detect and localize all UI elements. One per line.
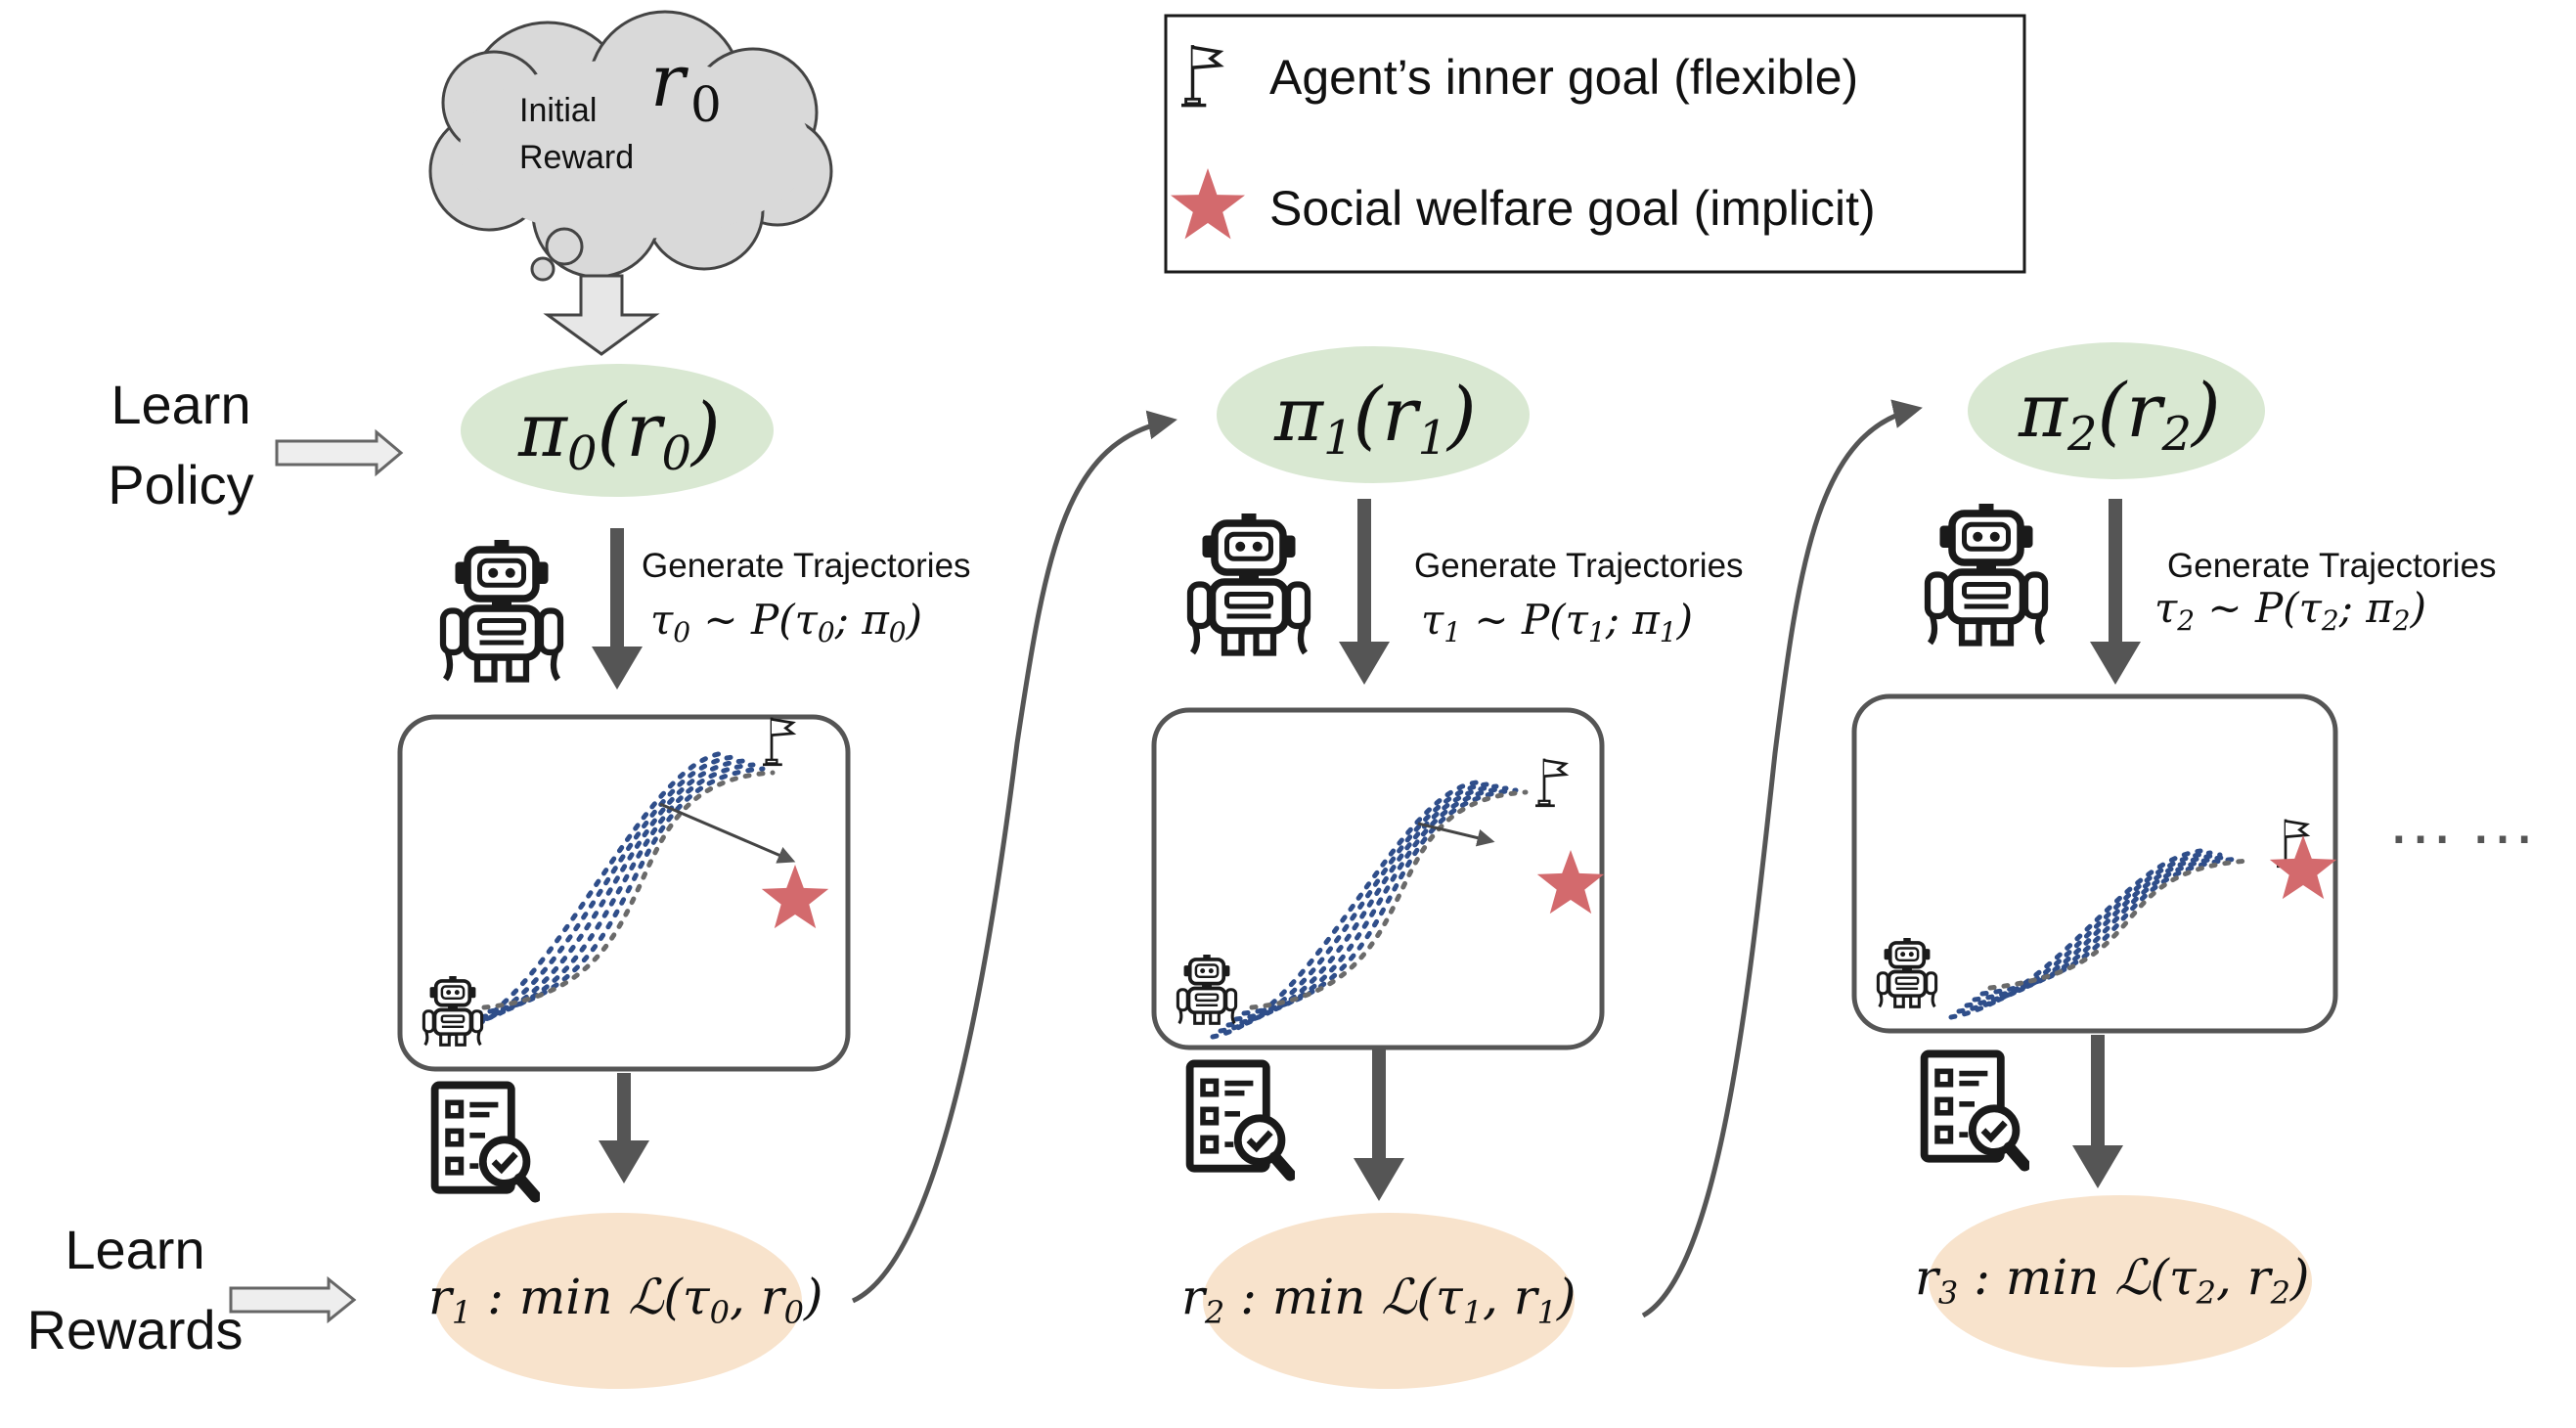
generate-trajectories-formula: τ1 ∼ P(τ1; π1) [1421,596,1693,648]
arrow-policy-to-trajectories-head [2090,642,2141,685]
learn-rewards-arrow [229,1275,357,1324]
policy-label: π0(r0) [517,386,721,481]
learn-rewards-label: Learn Rewards [27,1219,357,1361]
initial-reward-cloud: Initial Reward r 0 [428,10,833,356]
arrow-trajectories-to-reward-head [1354,1158,1404,1201]
reward-label: r1 : min ℒ(τ0, r0) [428,1269,823,1331]
checklist-icon [1190,1063,1291,1175]
stages: π0(r0) Generate Trajectories τ0 ∼ P(τ0; π0… [397,342,2497,1389]
policy-node [1968,342,2265,479]
legend-social-goal-label: Social welfare goal (implicit) [1269,181,1876,236]
reward-node [1929,1195,2312,1367]
reward-label: r3 : min ℒ(τ2, r2) [1915,1249,2310,1312]
robot-icon [1928,504,2045,644]
arrow-policy-to-trajectories-head [1339,642,1390,685]
learn-policy-line1: Learn [111,374,250,435]
learn-rewards-line2: Rewards [27,1299,244,1361]
star-icon [1536,850,1605,915]
generate-trajectories-label: Generate Trajectories [2167,547,2497,585]
trajectory-path [458,758,746,1028]
star-icon [761,865,829,929]
arrow-policy-to-trajectories-head [592,647,643,690]
goal-shift-arrow [1417,822,1495,847]
robot-icon [443,540,560,680]
policy-label: π2(r2) [2018,367,2221,462]
arrow-trajectories-to-reward-head [599,1140,649,1183]
generate-trajectories-label: Generate Trajectories [1414,547,1744,585]
arrow-trajectories-to-reward-head [2072,1145,2123,1188]
generate-trajectories-formula: τ0 ∼ P(τ0; π0) [650,596,922,648]
trajectory-path [1987,858,2252,991]
stage-0: π0(r0) Generate Trajectories τ0 ∼ P(τ0; π0… [397,364,971,1389]
trajectory-box [397,714,851,1072]
reward-label: r2 : min ℒ(τ1, r1) [1181,1269,1577,1331]
trajectory-path [481,770,776,1010]
cloud-symbol-sub: 0 [690,76,722,133]
generate-trajectories-formula: τ2 ∼ P(τ2; π2) [2154,584,2426,637]
stage-1: π1(r1) Generate Trajectories τ1 ∼ P(τ1; π1… [1151,346,1744,1389]
cloud-label-initial: Initial [519,92,597,129]
checklist-icon [435,1085,536,1196]
policy-node [461,364,774,497]
generate-trajectories-label: Generate Trajectories [642,547,971,585]
trajectory-path [1979,856,2243,997]
star-icon [1171,168,1245,240]
connector-reward1-to-policy1 [851,410,1177,1304]
robot-icon [1190,513,1308,653]
connector-reward2-to-policy2 [1641,399,1923,1318]
policy-node [1217,346,1530,483]
trajectory-path [1956,850,2213,1014]
checklist-icon [1925,1053,2025,1165]
star-icon [2269,835,2337,900]
continuation-dots: …… [2386,781,2551,858]
trajectory-box [1851,693,2338,1034]
trajectory-path [1241,787,1519,1016]
policy-label: π1(r1) [1273,371,1477,466]
learn-policy-arrow [275,428,404,477]
trajectory-path [1249,789,1529,1010]
legend-inner-goal-label: Agent’s inner goal (flexible) [1269,50,1858,105]
legend: Agent’s inner goal (flexible) Social wel… [1164,14,2026,274]
reward-node [434,1213,802,1389]
down-arrow-from-cloud [543,274,660,356]
goal-shift-arrow [659,802,796,864]
learn-policy-label: Learn Policy [108,374,404,515]
trajectory-path [466,762,756,1022]
trajectory-path [1964,852,2223,1008]
learn-policy-line2: Policy [108,454,253,515]
learn-rewards-line1: Learn [65,1219,204,1280]
trajectory-path [1218,781,1489,1034]
trajectory-path [450,754,736,1034]
cloud-symbol-r: r [650,39,689,123]
cloud-label-reward: Reward [519,139,634,176]
legend-frame [1164,14,2026,274]
reward-node [1203,1213,1575,1389]
